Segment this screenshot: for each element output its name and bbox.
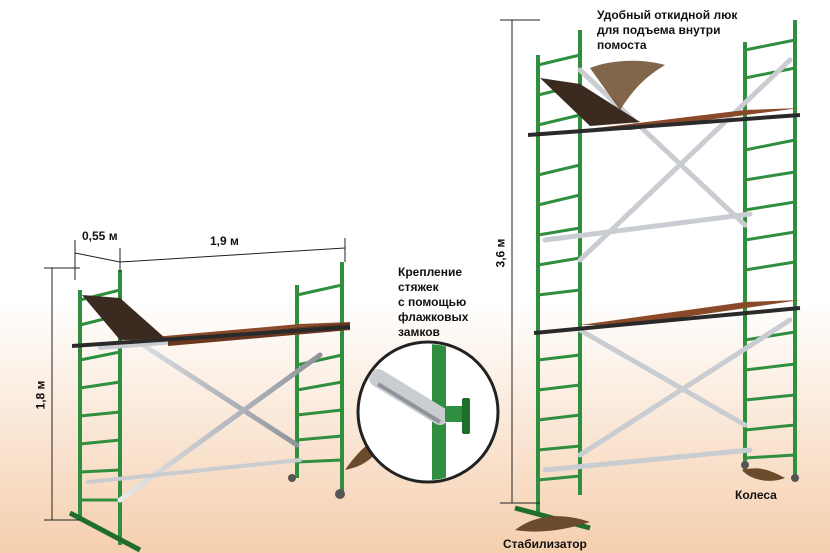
small-scaffold: [68, 262, 351, 553]
dim-width-label: 0,55 м: [82, 229, 118, 243]
stabilizer-label: Стабилизатор: [503, 537, 587, 551]
wheels-label: Колеса: [735, 488, 777, 502]
hatch-note: Удобный откидной люк для подъема внутри …: [597, 8, 738, 52]
tall-scaffold: [514, 20, 801, 531]
clamp-note: Крепление стяжек с помощью флажковых зам…: [398, 265, 469, 339]
clamp-detail: [356, 340, 500, 484]
dimension-lines: [44, 19, 540, 521]
dim-height-small-label: 1,8 м: [33, 380, 48, 410]
dim-height-tall-label: 3,6 м: [493, 238, 508, 268]
callout-shapes: [345, 60, 785, 532]
dim-length-label: 1,9 м: [210, 234, 239, 248]
